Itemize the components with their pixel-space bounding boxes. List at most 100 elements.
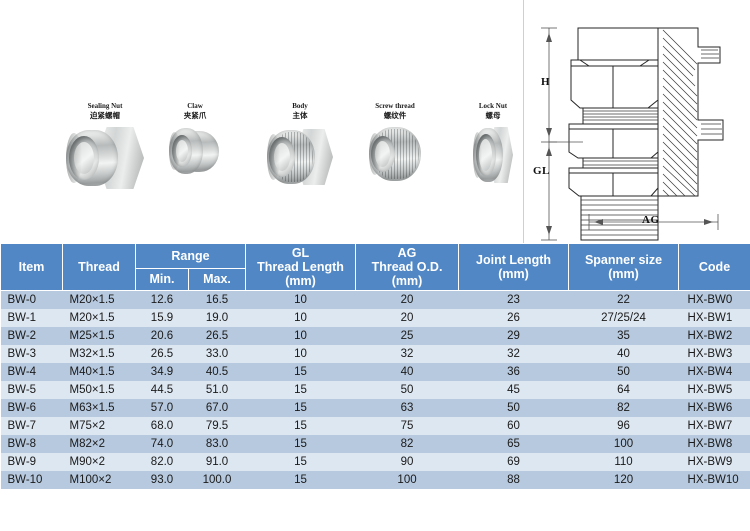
header-range-max: Max.	[187, 267, 247, 292]
header-joint-line2: (mm)	[498, 267, 529, 281]
header-joint-length: Joint Length (mm)	[458, 243, 570, 291]
header-ag-line1: AG	[397, 246, 417, 260]
cell-spanner: 22	[568, 290, 679, 309]
cell-code: HX-BW0	[678, 290, 750, 309]
part-label-en: Body	[292, 102, 308, 110]
header-gl: GL Thread Length (mm)	[245, 243, 357, 291]
cell-min: 12.6	[135, 290, 189, 309]
cell-joint: 36	[458, 363, 569, 381]
cell-min: 74.0	[135, 435, 189, 453]
cell-item: BW-9	[0, 453, 63, 471]
header-code: Code	[678, 243, 750, 291]
cell-min: 57.0	[135, 399, 189, 417]
cell-joint: 65	[458, 435, 569, 453]
lock-nut-icon	[473, 127, 513, 183]
cell-thread: M20×1.5	[62, 309, 136, 327]
cell-min: 15.9	[135, 309, 189, 327]
body-icon	[267, 127, 333, 187]
cell-min: 20.6	[135, 327, 189, 345]
cell-item: BW-5	[0, 381, 63, 399]
cell-max: 26.5	[188, 327, 246, 345]
part-screw-thread: Screw thread 螺纹件	[345, 102, 445, 181]
cell-max: 19.0	[188, 309, 246, 327]
cell-thread: M100×2	[62, 471, 136, 489]
cell-ag: 50	[355, 381, 459, 399]
illustration-area: Sealing Nut 迫紧螺帽 Claw 夹紧爪 Body 主体	[0, 0, 750, 243]
header-range-min: Min.	[135, 267, 189, 292]
cell-joint: 60	[458, 417, 569, 435]
cell-spanner: 110	[568, 453, 679, 471]
cell-item: BW-7	[0, 417, 63, 435]
cell-item: BW-1	[0, 309, 63, 327]
claw-icon	[169, 127, 221, 175]
cell-joint: 32	[458, 345, 569, 363]
cell-spanner: 100	[568, 435, 679, 453]
cell-code: HX-BW5	[678, 381, 750, 399]
cell-thread: M75×2	[62, 417, 136, 435]
cell-gl: 15	[245, 381, 356, 399]
cell-ag: 63	[355, 399, 459, 417]
cell-thread: M32×1.5	[62, 345, 136, 363]
cell-spanner: 27/25/24	[568, 309, 679, 327]
header-ag-line2: Thread O.D.	[371, 260, 443, 274]
cell-spanner: 120	[568, 471, 679, 489]
cell-joint: 29	[458, 327, 569, 345]
cell-spanner: 35	[568, 327, 679, 345]
cable-gland-section-drawing	[541, 27, 724, 241]
cell-code: HX-BW8	[678, 435, 750, 453]
cell-code: HX-BW7	[678, 417, 750, 435]
header-joint-line1: Joint Length	[476, 253, 552, 267]
cell-code: HX-BW10	[678, 471, 750, 489]
sealing-nut-icon	[66, 127, 144, 189]
header-gl-line1: GL	[291, 246, 310, 260]
part-label-en: Claw	[187, 102, 203, 110]
cell-code: HX-BW1	[678, 309, 750, 327]
cell-max: 16.5	[188, 290, 246, 309]
header-ag-line3: (mm)	[391, 274, 423, 288]
cell-gl: 15	[245, 363, 356, 381]
part-label-en: Sealing Nut	[87, 102, 123, 110]
cell-min: 34.9	[135, 363, 189, 381]
part-body: Body 主体	[255, 102, 345, 187]
cell-joint: 23	[458, 290, 569, 309]
header-range: Range	[134, 243, 247, 269]
header-row-2: Min. Max.	[1, 267, 750, 292]
header-spanner-line1: Spanner size	[584, 253, 663, 267]
cell-gl: 15	[245, 453, 356, 471]
cell-joint: 88	[458, 471, 569, 489]
cell-gl: 10	[245, 290, 356, 309]
cell-gl: 10	[245, 309, 356, 327]
cell-item: BW-10	[0, 471, 63, 489]
cell-ag: 20	[355, 290, 459, 309]
cell-spanner: 64	[568, 381, 679, 399]
cell-thread: M82×2	[62, 435, 136, 453]
part-sealing-nut: Sealing Nut 迫紧螺帽	[50, 102, 160, 189]
cell-ag: 75	[355, 417, 459, 435]
header-spanner-line2: (mm)	[608, 267, 639, 281]
header-gl-line3: (mm)	[285, 274, 316, 288]
cell-code: HX-BW9	[678, 453, 750, 471]
cell-ag: 82	[355, 435, 459, 453]
cell-joint: 50	[458, 399, 569, 417]
part-label-cn: 夹紧爪	[183, 111, 207, 120]
cell-spanner: 96	[568, 417, 679, 435]
cell-item: BW-4	[0, 363, 63, 381]
table-header: Item Thread Range GL Thread Length (mm) …	[0, 243, 750, 292]
cell-spanner: 50	[568, 363, 679, 381]
part-label-cn: 主体	[292, 111, 308, 120]
header-spanner-size: Spanner size (mm)	[568, 243, 680, 291]
dimension-label-gl: GL	[533, 165, 550, 177]
part-label-en: Lock Nut	[478, 102, 508, 110]
part-claw: Claw 夹紧爪	[150, 102, 240, 175]
cell-max: 33.0	[188, 345, 246, 363]
cell-ag: 100	[355, 471, 459, 489]
specification-table: Item Thread Range GL Thread Length (mm) …	[0, 243, 750, 489]
panel-divider	[523, 0, 524, 243]
